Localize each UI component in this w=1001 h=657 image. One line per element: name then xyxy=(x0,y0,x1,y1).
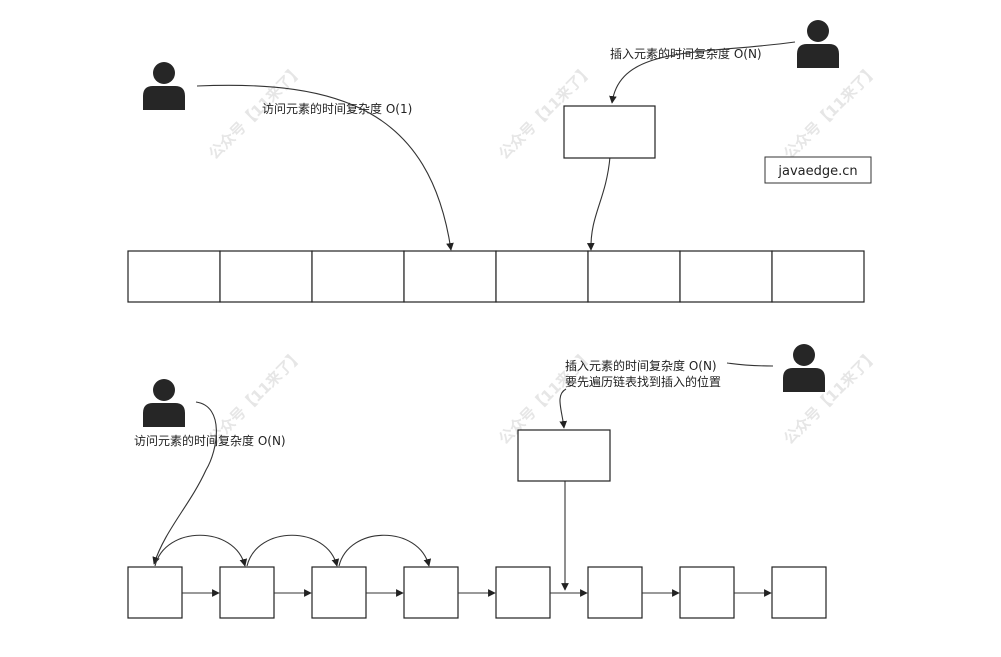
list-insert-arrow xyxy=(559,388,568,429)
watermark: 公众号【11来了】 xyxy=(780,61,882,163)
array-insert-arrow xyxy=(609,41,796,104)
list-node xyxy=(219,566,275,619)
list-node xyxy=(495,566,551,619)
array-cell xyxy=(771,250,865,303)
site-label-box xyxy=(764,156,872,184)
person-icon xyxy=(143,379,185,427)
list-node xyxy=(771,566,827,619)
list-access-label: 访问元素的时间复杂度 O(N) xyxy=(134,433,286,448)
array-access-arrow xyxy=(196,84,454,251)
array-section: 访问元素的时间复杂度 O(1) 插入元素的时间复杂度 O(N) javaedge… xyxy=(127,20,872,303)
list-node xyxy=(127,566,183,619)
array-cell xyxy=(219,250,313,303)
list-section: 访问元素的时间复杂度 O(N) 插入元素的时间复杂度 O(N) 要先遍历链表找到… xyxy=(127,344,827,619)
array-new-element-arrow xyxy=(586,156,611,251)
traversal-arc xyxy=(246,534,340,567)
array-cell xyxy=(587,250,681,303)
array-cell xyxy=(679,250,773,303)
list-insert-label-line2: 要先遍历链表找到插入的位置 xyxy=(565,374,721,389)
traversal-arc xyxy=(338,534,432,567)
list-node xyxy=(311,566,367,619)
array-new-element-box xyxy=(563,105,656,159)
list-access-arrow xyxy=(152,401,217,565)
array-cell xyxy=(403,250,497,303)
array-cell xyxy=(311,250,405,303)
person-icon xyxy=(143,62,185,110)
array-cell xyxy=(127,250,221,303)
list-node xyxy=(587,566,643,619)
list-node xyxy=(679,566,735,619)
person-icon xyxy=(783,344,825,392)
person-icon xyxy=(797,20,839,68)
list-insert-connector xyxy=(726,362,774,367)
list-new-node-box xyxy=(517,429,611,482)
array-cell xyxy=(495,250,589,303)
list-insert-label-line1: 插入元素的时间复杂度 O(N) xyxy=(565,358,717,373)
list-node xyxy=(403,566,459,619)
watermark: 公众号【11来了】 xyxy=(205,346,307,448)
array-access-label: 访问元素的时间复杂度 O(1) xyxy=(262,101,412,116)
traversal-arc xyxy=(154,534,248,567)
site-label: javaedge.cn xyxy=(777,164,857,179)
